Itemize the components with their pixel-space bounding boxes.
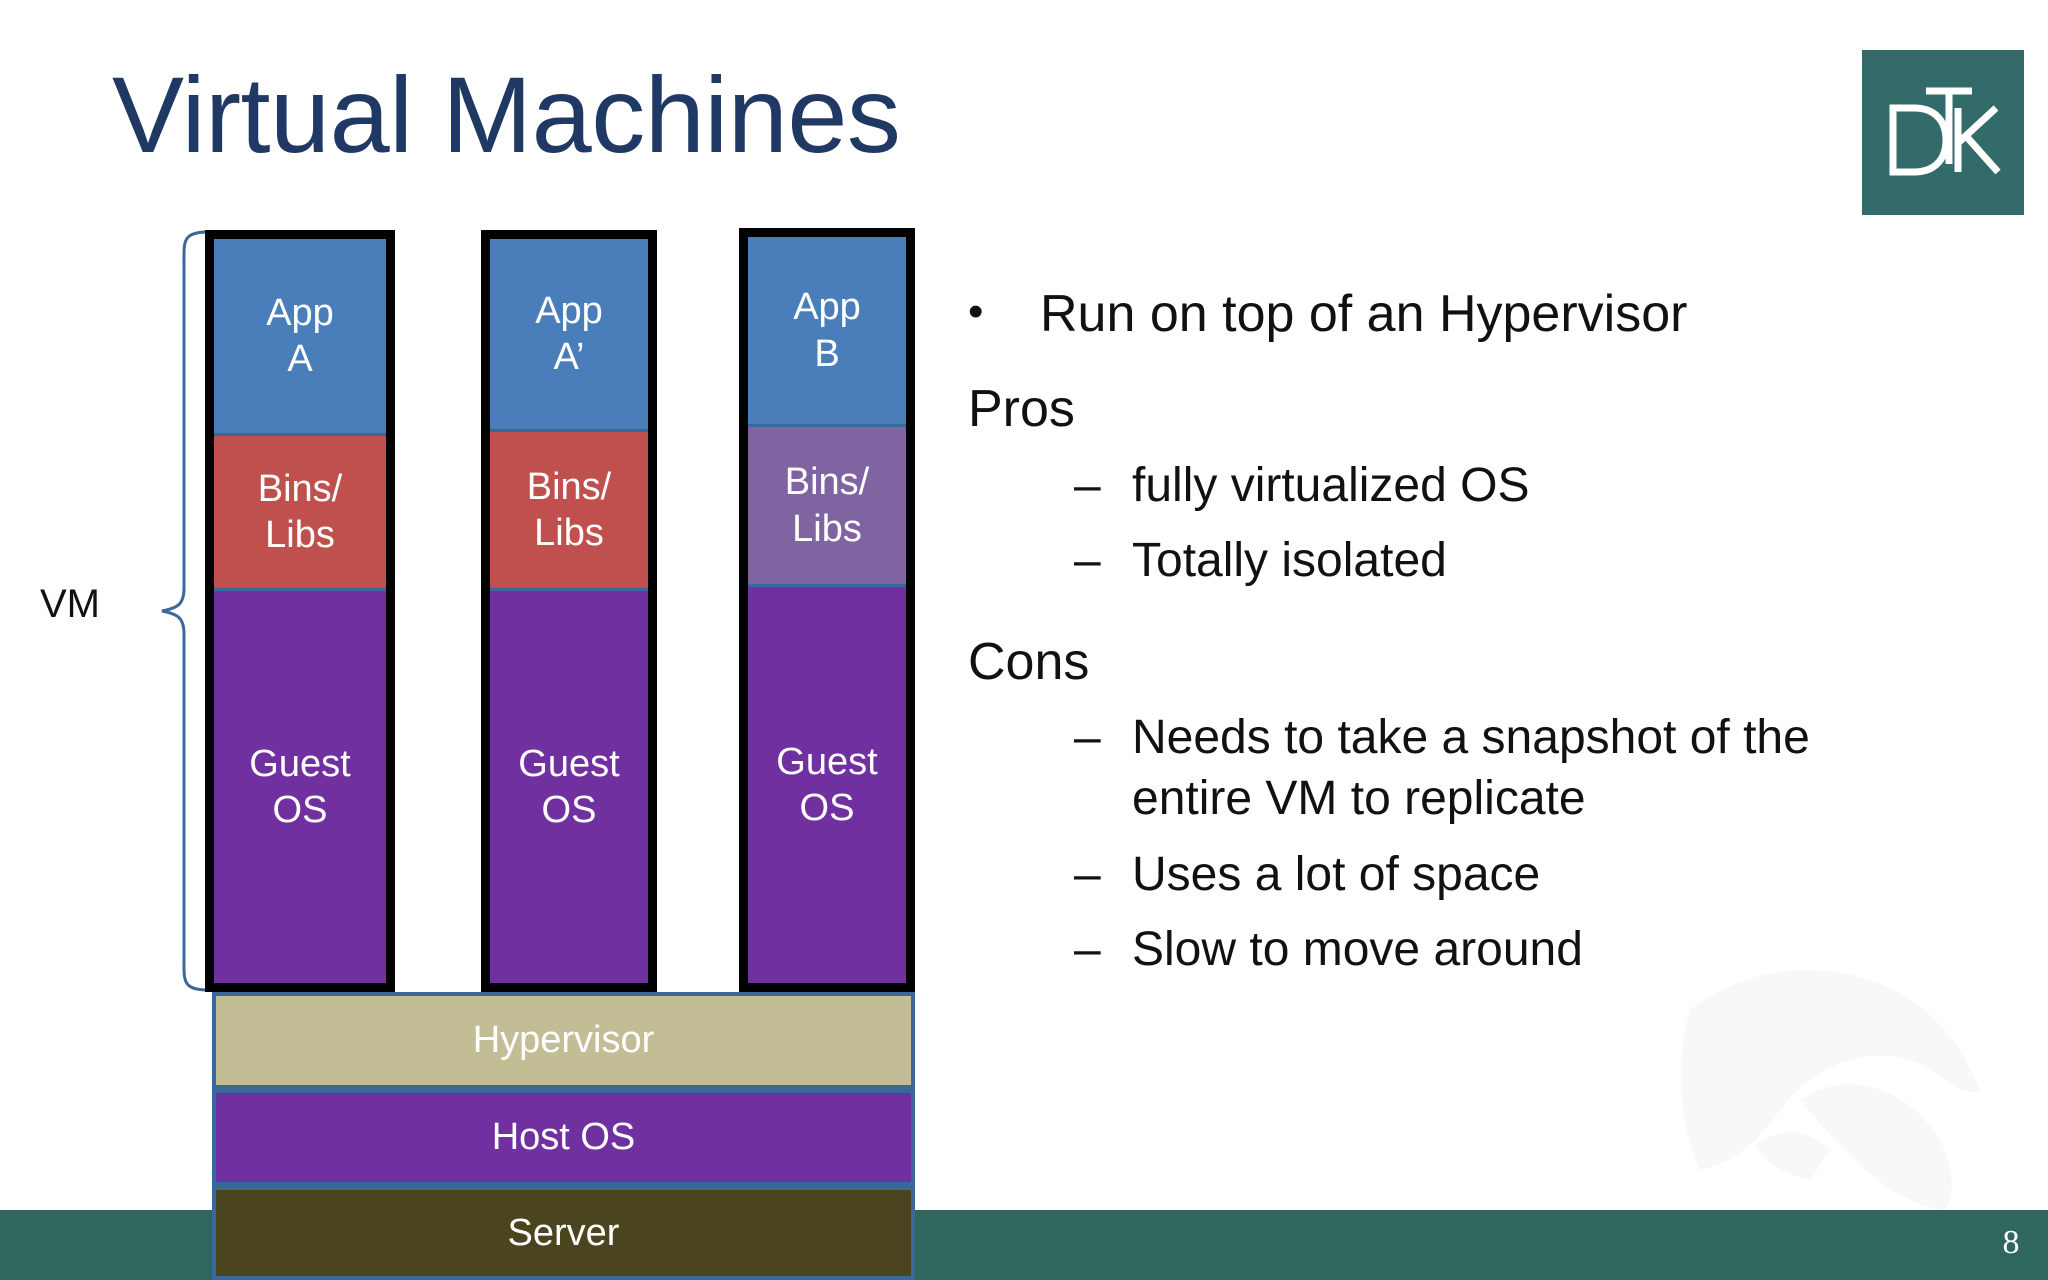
- dash-marker-icon: –: [1074, 710, 1101, 764]
- vm-cell-line: A’: [553, 336, 585, 378]
- vm-cell-line: App: [535, 289, 603, 332]
- bullet-text: fully virtualized OS: [1132, 458, 1530, 512]
- vm-cell-line: Libs: [265, 514, 335, 556]
- vm-cell-line: Bins/: [526, 465, 612, 508]
- layer-hypervisor[interactable]: Hypervisor: [212, 992, 915, 1089]
- spacer: [968, 365, 2028, 379]
- bullet-text: Needs to take a snapshot of the entire V…: [1132, 710, 1810, 826]
- vm-cell-line: Libs: [792, 507, 862, 550]
- content-panel: • Run on top of an Hypervisor Pros – ful…: [968, 284, 2028, 995]
- cons-item-2: – Uses a lot of space: [1074, 844, 2028, 905]
- vm-cell-guest-os: Guest OS: [490, 591, 648, 983]
- page-title: Virtual Machines: [112, 54, 901, 175]
- pros-item-2: – Totally isolated: [1074, 530, 2028, 591]
- dash-marker-icon: –: [1074, 534, 1101, 588]
- bullet-text: Uses a lot of space: [1132, 847, 1541, 901]
- vm-bracket-label: VM: [40, 582, 100, 626]
- cons-item-3: – Slow to move around: [1074, 919, 2028, 980]
- layer-label: Hypervisor: [472, 1019, 655, 1061]
- vm-column-1[interactable]: App A Bins/ Libs Guest OS: [205, 230, 395, 992]
- vm-column-2[interactable]: App A’ Bins/ Libs Guest OS: [481, 230, 657, 992]
- vm-column-3[interactable]: App B Bins/ Libs Guest OS: [739, 228, 915, 992]
- bullet-text: Slow to move around: [1132, 923, 1583, 977]
- page-number: 8: [2002, 1224, 2020, 1261]
- vm-cell-line: Bins/: [784, 461, 870, 504]
- vm-bracket-icon: [148, 230, 210, 992]
- dtk-logo: [1862, 50, 2024, 215]
- spacer: [968, 606, 2028, 632]
- vm-cell-line: Guest: [776, 740, 878, 783]
- cons-item-1: – Needs to take a snapshot of the entire…: [1074, 707, 2028, 830]
- bullet-marker-icon: •: [968, 287, 984, 336]
- vm-cell-line: Guest: [249, 742, 351, 785]
- vm-cell-guest-os: Guest OS: [748, 587, 906, 983]
- layer-server[interactable]: Server: [212, 1186, 915, 1280]
- vm-cell-app: App A: [214, 239, 386, 436]
- vm-cell-line: OS: [272, 789, 328, 831]
- vm-cell-line: OS: [541, 789, 597, 831]
- bullet-text: Totally isolated: [1132, 534, 1447, 588]
- vm-cell-line: Guest: [518, 742, 620, 785]
- vm-cell-line: Bins/: [257, 467, 343, 510]
- bullet-run-on-hypervisor: • Run on top of an Hypervisor: [968, 284, 2028, 345]
- vm-cell-line: A: [287, 338, 313, 380]
- layer-host-os[interactable]: Host OS: [212, 1089, 915, 1186]
- vm-cell-guest-os: Guest OS: [214, 591, 386, 983]
- vm-cell-line: OS: [799, 787, 855, 829]
- bullet-text: Run on top of an Hypervisor: [1040, 285, 1688, 343]
- vm-cell-bins-libs: Bins/ Libs: [490, 432, 648, 591]
- dash-marker-icon: –: [1074, 458, 1101, 512]
- vm-cell-app: App A’: [490, 239, 648, 432]
- vm-cell-line: App: [266, 291, 334, 334]
- vm-cell-line: App: [793, 286, 861, 329]
- layer-label: Server: [507, 1211, 620, 1254]
- heading-cons: Cons: [968, 632, 1090, 691]
- vm-cell-bins-libs: Bins/ Libs: [214, 436, 386, 591]
- vm-cell-app: App B: [748, 237, 906, 427]
- heading-pros: Pros: [968, 380, 1075, 439]
- dash-marker-icon: –: [1074, 923, 1101, 977]
- pros-item-1: – fully virtualized OS: [1074, 455, 2028, 516]
- layer-label: Host OS: [491, 1116, 636, 1158]
- vm-cell-line: B: [814, 332, 840, 375]
- vm-cell-bins-libs: Bins/ Libs: [748, 427, 906, 587]
- vm-cell-line: Libs: [534, 512, 604, 554]
- dash-marker-icon: –: [1074, 847, 1101, 901]
